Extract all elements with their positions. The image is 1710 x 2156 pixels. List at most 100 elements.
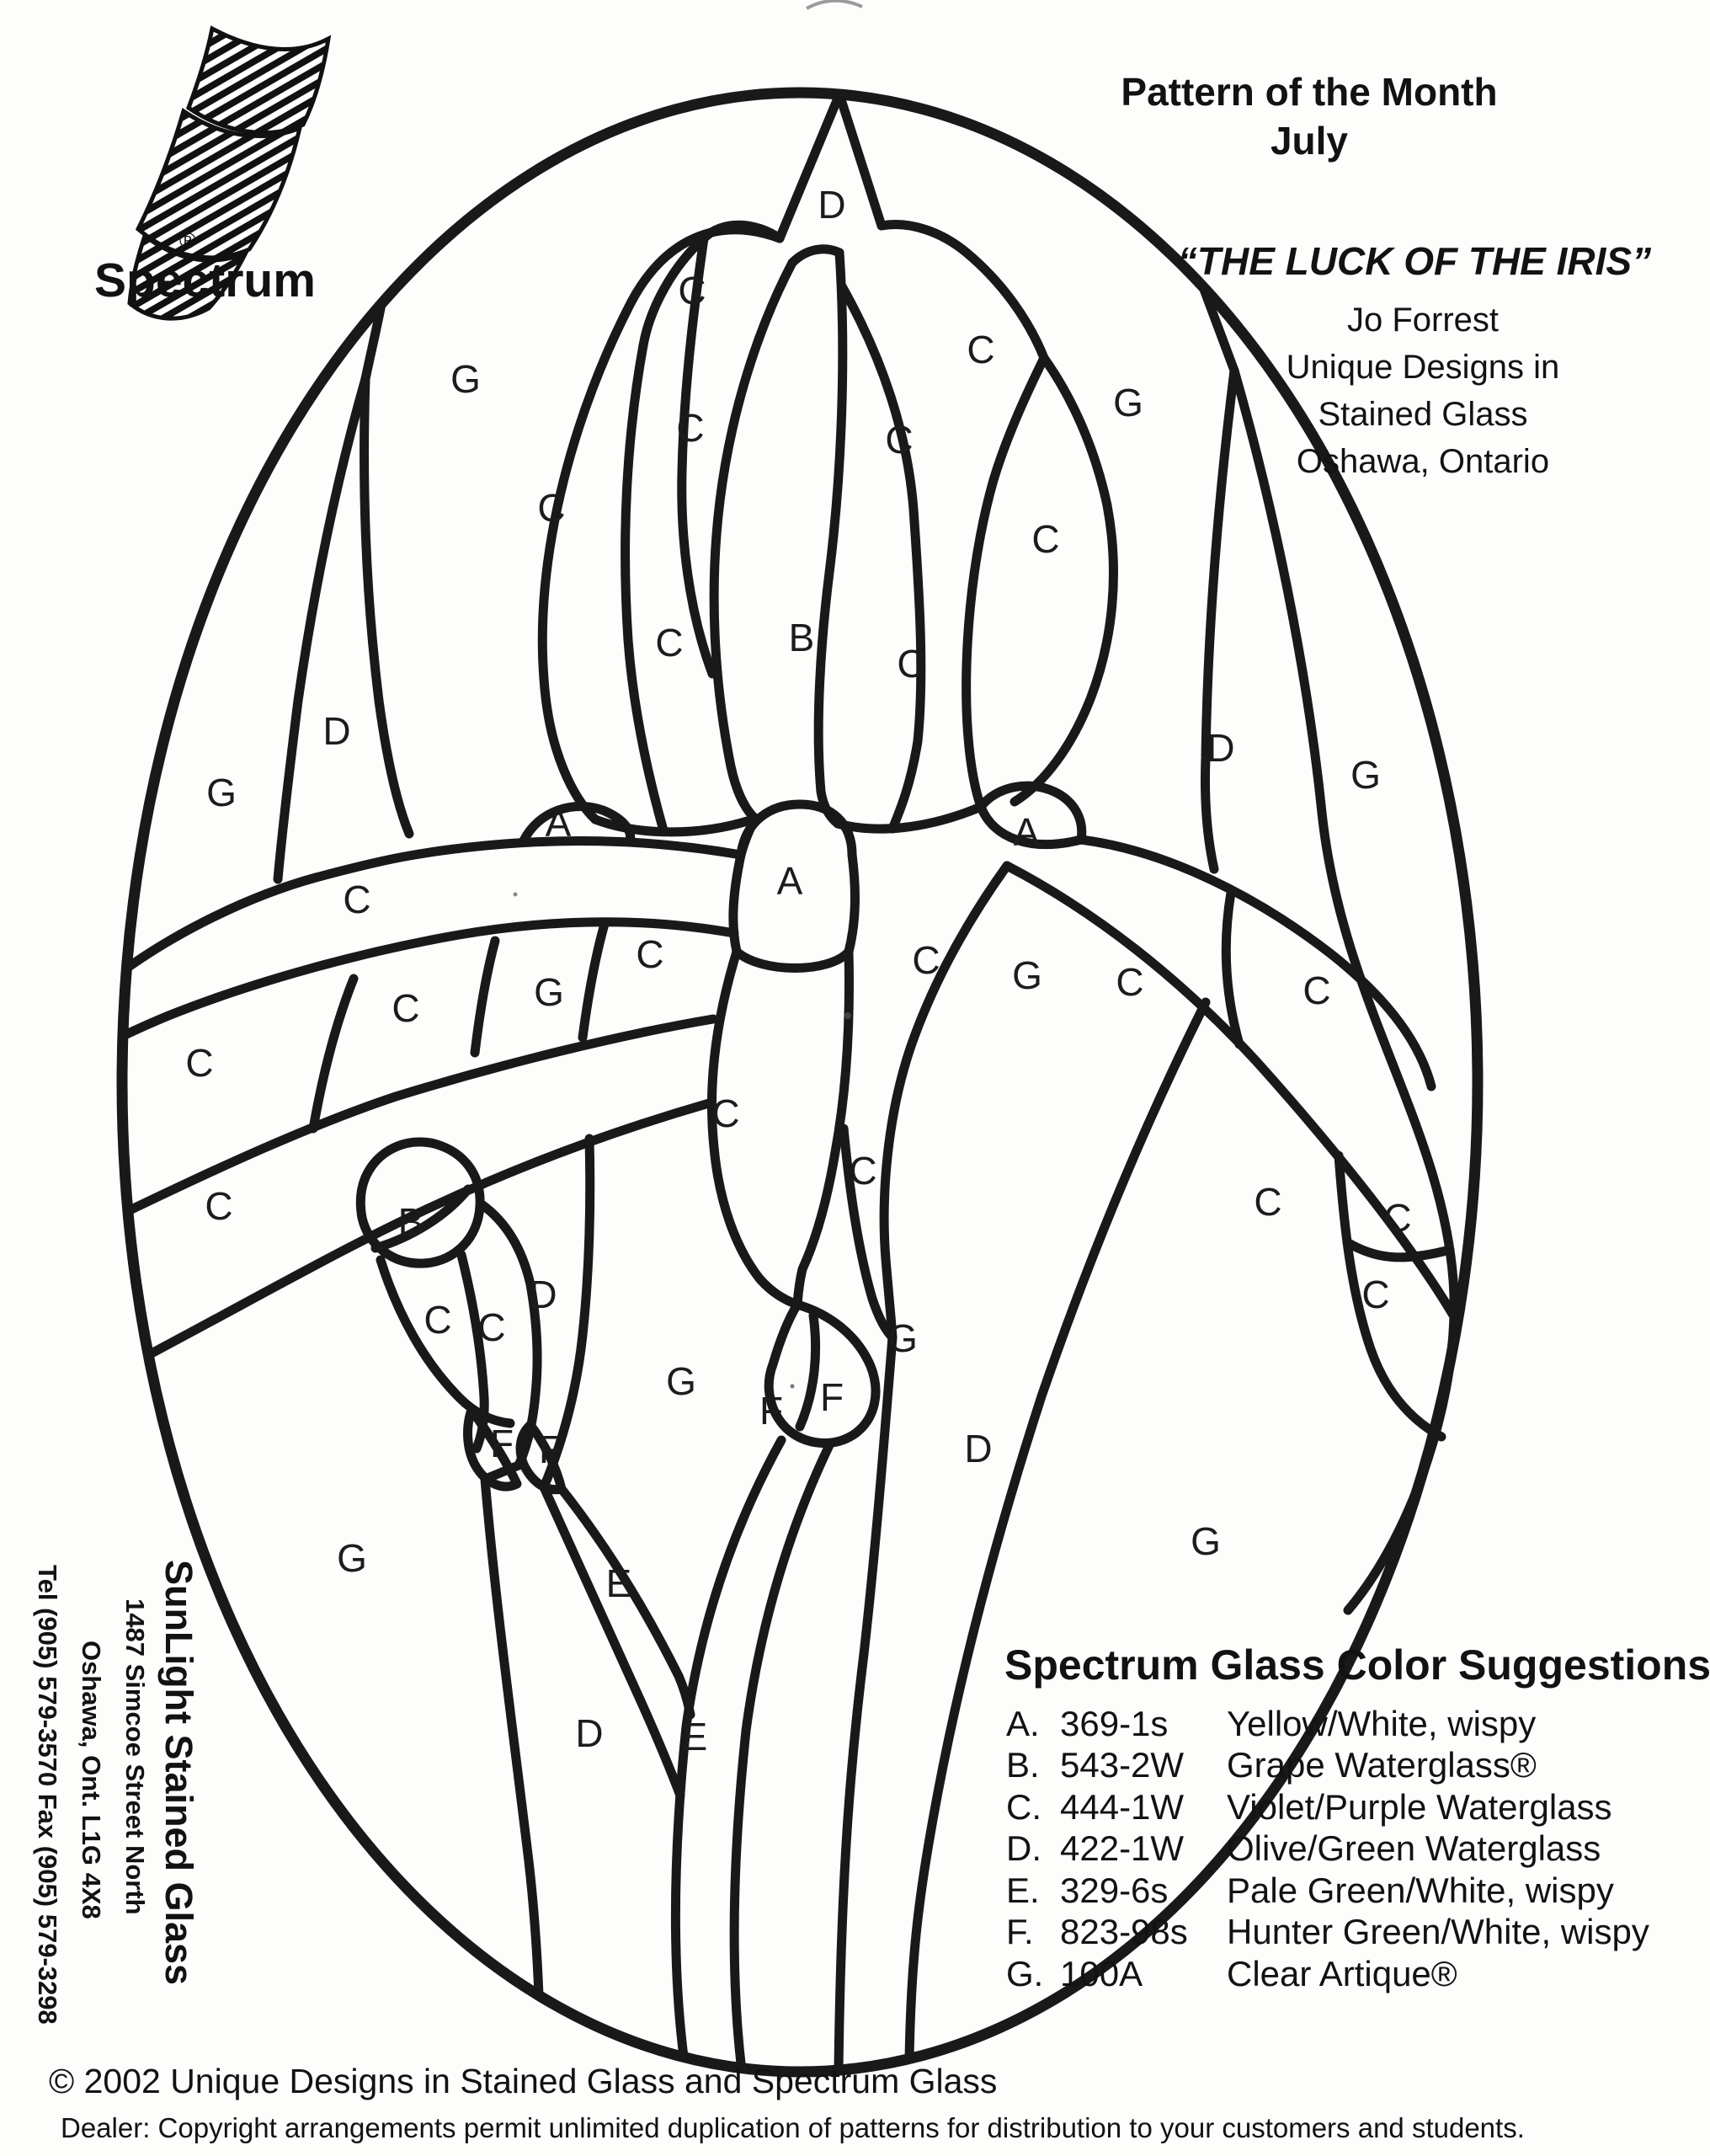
piece-label-D: D (322, 709, 350, 753)
piece-label-C: C (1116, 960, 1143, 1004)
piece-label-E: E (682, 1715, 708, 1758)
piece-label-C: C (343, 878, 370, 921)
pattern-title: “THE LUCK OF THE IRIS” (1177, 239, 1652, 283)
glass-name: Pale Green/White, wispy (1227, 1870, 1614, 1910)
piece-label-C: C (897, 642, 924, 686)
glass-name: Grape Waterglass® (1227, 1745, 1537, 1785)
glass-code: 100A (1060, 1953, 1143, 1993)
color-suggestion-row: F. 823-98s Hunter Green/White, wispy (1006, 1912, 1710, 1954)
glass-code: 329-6s (1060, 1870, 1169, 1910)
piece-label-G: G (337, 1536, 367, 1580)
glass-code: 543-2W (1060, 1745, 1185, 1785)
piece-label-F: F (759, 1389, 783, 1433)
author-name: Jo Forrest (1346, 302, 1500, 339)
glass-code: 369-1s (1060, 1703, 1169, 1743)
color-letter: A. (1006, 1703, 1040, 1743)
iris-pattern-lines (116, 87, 1484, 2078)
piece-label-G: G (1012, 953, 1042, 997)
color-suggestion-row: E. 329-6s Pale Green/White, wispy (1006, 1870, 1710, 1912)
piece-label-C: C (477, 1305, 505, 1349)
piece-label-G: G (534, 970, 564, 1014)
color-letter: E. (1006, 1870, 1040, 1910)
piece-label-G: G (206, 771, 237, 814)
piece-label-C: C (1383, 1196, 1411, 1240)
dealer-note: Dealer: Copyright arrangements permit un… (61, 2112, 1525, 2143)
piece-label-C: C (537, 486, 565, 530)
spectrum-logo-icon (127, 25, 332, 321)
piece-label-C: C (185, 1041, 213, 1085)
pattern-of-month-line1: Pattern of the Month (1121, 70, 1498, 114)
piece-label-A: A (777, 859, 803, 903)
piece-label-D: D (964, 1427, 992, 1470)
sidebar-street: 1487 Simcoe Street North (120, 1598, 150, 1915)
color-letter: G. (1006, 1953, 1044, 1993)
piece-label-C: C (392, 986, 419, 1030)
piece-label-B: B (789, 616, 815, 659)
author-studio-line2: Stained Glass (1318, 396, 1528, 433)
pattern-of-month-block: Pattern of the Month July (1120, 67, 1499, 165)
piece-label-C: C (424, 1298, 451, 1342)
glass-name: Yellow/White, wispy (1227, 1703, 1537, 1743)
glass-name: Olive/Green Waterglass (1227, 1828, 1601, 1869)
logo-reg-mark: ® (179, 228, 196, 253)
glass-name: Violet/Purple Waterglass (1227, 1786, 1612, 1827)
color-letter: B. (1006, 1745, 1040, 1785)
piece-label-G: G (1113, 381, 1143, 424)
color-suggestion-row: A. 369-1s Yellow/White, wispy (1006, 1703, 1710, 1745)
sidebar-business-name: SunLight Stained Glass (157, 1560, 200, 1986)
piece-label-C: C (967, 328, 994, 371)
color-letter: C. (1006, 1786, 1041, 1827)
piece-label-D: D (529, 1273, 557, 1316)
glass-code: 444-1W (1060, 1786, 1185, 1827)
color-suggestion-row: G. 100A Clear Artique® (1006, 1953, 1710, 1995)
author-block: Jo Forrest Unique Designs in Stained Gla… (1221, 296, 1625, 485)
color-suggestion-row: D. 422-1W Olive/Green Waterglass (1006, 1828, 1710, 1870)
color-suggestion-row: B. 543-2W Grape Waterglass® (1006, 1745, 1710, 1787)
piece-label-F: F (820, 1375, 844, 1419)
pattern-of-month-line2: July (1270, 119, 1349, 163)
piece-label-C: C (1361, 1273, 1389, 1316)
piece-label-D: D (575, 1711, 603, 1755)
piece-label-C: C (885, 418, 913, 462)
glass-code: 422-1W (1060, 1828, 1185, 1869)
piece-label-C: C (1302, 969, 1330, 1012)
piece-label-C: C (912, 938, 940, 982)
glass-name: Hunter Green/White, wispy (1227, 1912, 1649, 1952)
sidebar-city: Oshawa, Ont. L1G 4X8 (77, 1641, 106, 1919)
piece-label-E: E (606, 1561, 632, 1605)
color-letter: D. (1006, 1828, 1041, 1869)
piece-label-C: C (1031, 517, 1059, 561)
sidebar-phone-fax: Tel (905) 579-3570 Fax (905) 579-3298 (33, 1565, 62, 2025)
piece-label-C: C (711, 1091, 739, 1135)
piece-label-D: D (818, 183, 845, 227)
piece-label-C: C (655, 621, 683, 664)
piece-label-C: C (636, 932, 663, 976)
oval-border (116, 87, 1484, 2078)
dealer-address-sidebar: SunLight Stained Glass 1487 Simcoe Stree… (25, 1560, 200, 2031)
piece-label-B: B (398, 1200, 424, 1244)
piece-label-C: C (1254, 1180, 1281, 1224)
piece-label-C: C (678, 269, 706, 312)
copyright-line: © 2002 Unique Designs in Stained Glass a… (49, 2062, 998, 2100)
piece-label-G: G (1191, 1519, 1221, 1563)
color-suggestion-row: C. 444-1W Violet/Purple Waterglass (1006, 1786, 1710, 1828)
piece-label-F: F (539, 1428, 562, 1471)
piece-label-C: C (676, 406, 704, 450)
piece-label-G: G (450, 357, 481, 401)
piece-label-D: D (1207, 726, 1234, 770)
brand-wordmark: Spectrum (94, 253, 316, 307)
glass-code: 823-98s (1060, 1912, 1188, 1952)
piece-label-A: A (546, 801, 572, 845)
glass-name: Clear Artique® (1227, 1953, 1457, 1993)
author-studio-line1: Unique Designs in (1286, 349, 1560, 386)
piece-label-C: C (205, 1184, 232, 1228)
piece-label-C: C (849, 1149, 876, 1193)
piece-label-G: G (666, 1359, 696, 1403)
color-letter: F. (1006, 1912, 1034, 1952)
piece-label-G: G (887, 1316, 918, 1360)
piece-label-F: F (490, 1422, 514, 1465)
